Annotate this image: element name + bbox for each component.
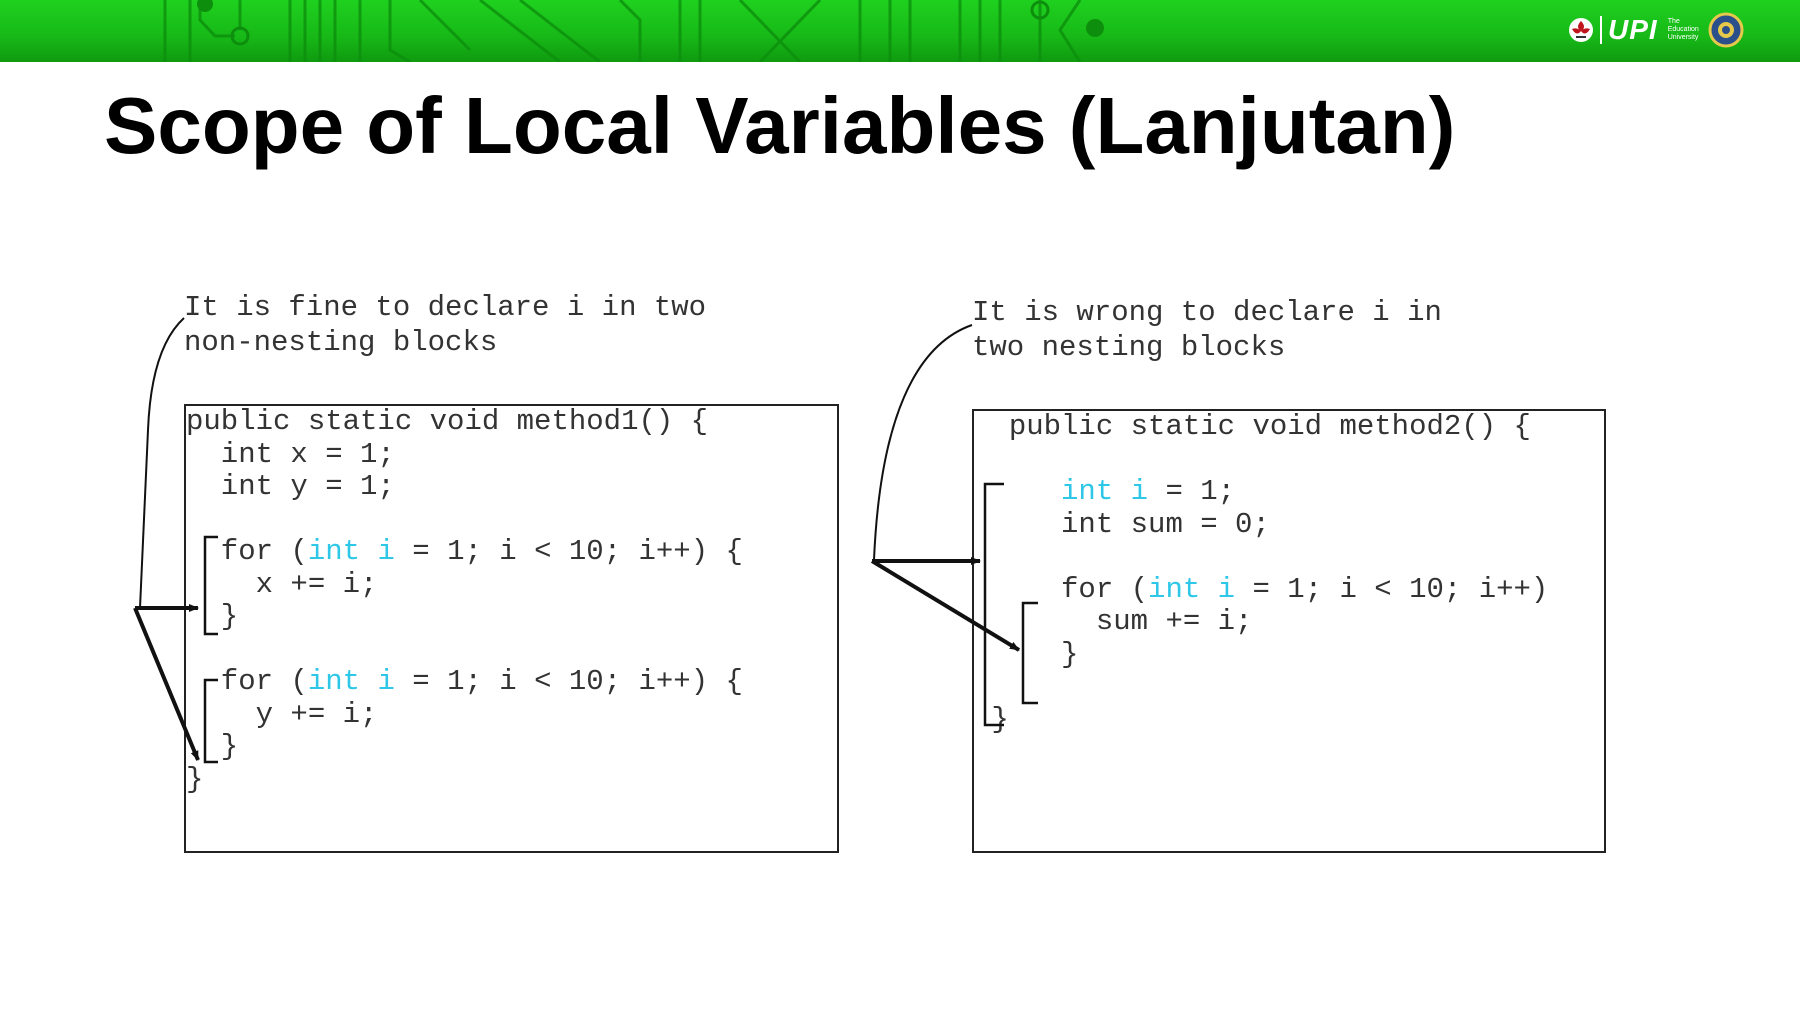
upi-flower-icon <box>1569 18 1593 42</box>
upi-logo: UPI The Education University <box>1568 12 1708 48</box>
left-annotation: It is fine to declare i in two non-nesti… <box>184 291 707 359</box>
upi-logo-text: UPI <box>1600 16 1658 44</box>
university-seal-icon <box>1708 12 1744 48</box>
keyword-i: i <box>1217 572 1236 606</box>
keyword-int: int <box>307 665 361 698</box>
upi-logo-subtext: The Education University <box>1667 18 1699 41</box>
right-code-listing: public static void method2() { int i = 1… <box>991 410 1549 736</box>
right-annotation: It is wrong to declare i in two nesting … <box>972 296 1442 364</box>
keyword-int: int <box>1148 572 1201 606</box>
keyword-int: int <box>307 535 361 568</box>
circuit-pattern-decoration <box>163 0 1104 62</box>
right-code-box <box>972 409 1606 853</box>
university-seal <box>1708 12 1744 48</box>
slide-title: Scope of Local Variables (Lanjutan) <box>104 81 1456 170</box>
left-code-box <box>184 404 839 853</box>
left-code-listing: public static void method1() { int x = 1… <box>186 405 743 796</box>
header-bar: UPI The Education University <box>0 0 1800 62</box>
keyword-i: i <box>1130 475 1149 508</box>
keyword-i: i <box>377 535 395 568</box>
keyword-i: i <box>377 665 395 698</box>
keyword-int: int <box>1061 475 1114 508</box>
